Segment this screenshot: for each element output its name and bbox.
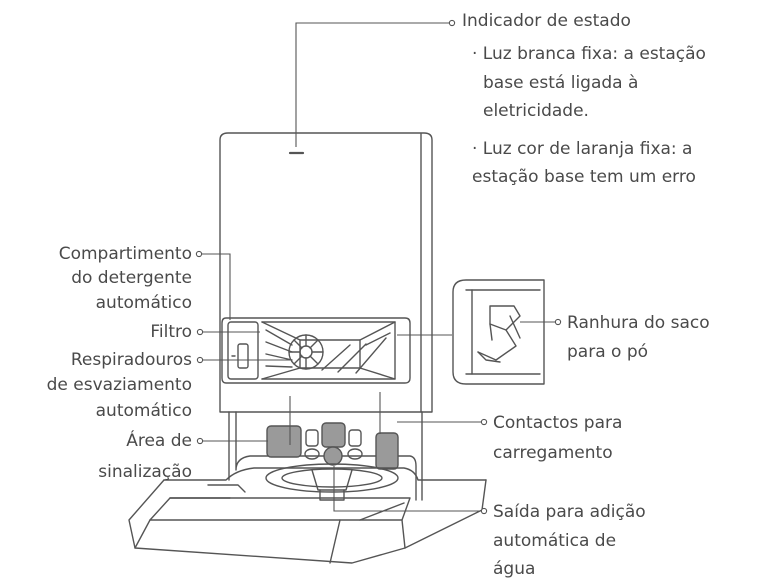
signal-area-label-line2: sinalização — [98, 462, 192, 482]
detergent-compartment — [227, 321, 259, 380]
sensor-right-small — [348, 429, 362, 447]
detergent-label-line2: do detergente — [71, 268, 192, 288]
charging-label-line2: carregamento — [493, 443, 613, 463]
sensor-left-small — [305, 429, 319, 447]
water-outlet-label-line3: água — [493, 559, 536, 579]
detergent-label-line3: automático — [95, 293, 192, 313]
signal-area-label-line1: Área de — [126, 431, 192, 451]
water-outlet — [323, 446, 343, 466]
bag-slot-label-line1: Ranhura do saco — [567, 313, 710, 333]
base-housing — [228, 411, 423, 501]
signal-area-sensor — [266, 425, 302, 458]
detergent-window — [237, 343, 249, 369]
status-indicator-title: Indicador de estado — [462, 11, 631, 31]
status-white-line1: · Luz branca fixa: a estação — [472, 44, 706, 64]
charging-contact — [375, 432, 399, 470]
water-outlet-label-line2: automática de — [493, 531, 617, 551]
ramp-tray — [163, 467, 487, 481]
bag-slot-inset — [452, 279, 545, 385]
status-orange-line1: · Luz cor de laranja fixa: a — [472, 139, 693, 159]
bag-slot-label-line2: para o pó — [567, 342, 649, 362]
detergent-label-line1: Compartimento — [58, 244, 192, 264]
sensor-center — [321, 422, 346, 448]
filter-label: Filtro — [150, 322, 192, 342]
status-orange-line2: estação base tem um erro — [472, 167, 696, 187]
vents-label-line1: Respiradouros — [70, 350, 192, 370]
status-white-line3: eletricidade. — [483, 101, 589, 121]
mop-well — [265, 463, 399, 493]
status-white-line2: base está ligada à — [483, 73, 639, 93]
station-tower-outline — [219, 132, 433, 413]
water-outlet-label-line1: Saída para adição — [493, 502, 646, 522]
filter-bay-outline — [221, 317, 411, 384]
vents-label-line2: de esvaziamento — [46, 375, 192, 395]
vents-label-line3: automático — [95, 401, 192, 421]
charging-label-line1: Contactos para — [493, 413, 623, 433]
